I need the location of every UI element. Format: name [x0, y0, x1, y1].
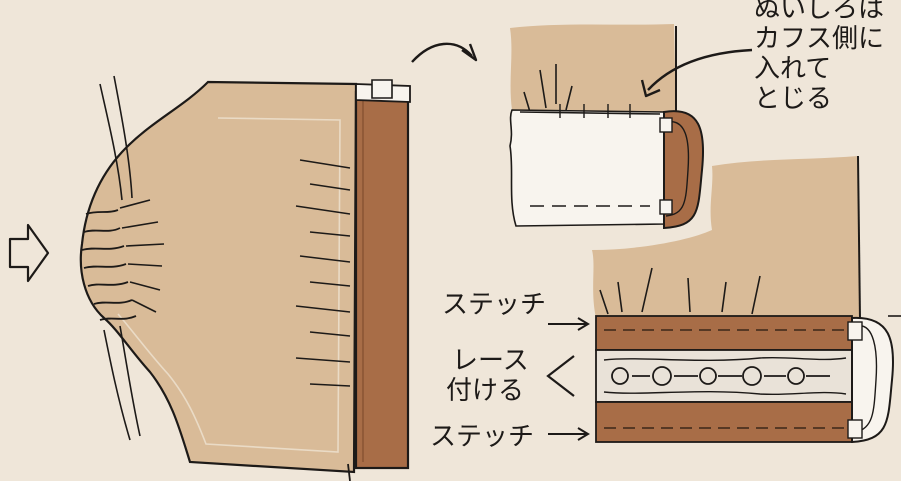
note-line-1: ぬいしろは [754, 0, 884, 24]
label-arrows [548, 318, 588, 440]
lace-label-line-1: レース [452, 346, 529, 376]
lace-label-line-2: 付ける [446, 376, 529, 406]
note-line-4: とじる [754, 84, 884, 114]
cuff-strip [348, 80, 410, 481]
sleeve-body [81, 76, 356, 472]
lace-label: レース 付ける [452, 346, 529, 406]
direction-arrow-icon [10, 225, 48, 281]
note-line-3: 入れて [754, 54, 884, 84]
stitch-label-top: ステッチ [442, 290, 546, 320]
cuff-detail-top [510, 24, 703, 228]
seam-allowance-note: ぬいしろは カフス側に 入れて とじる [754, 0, 884, 114]
note-line-2: カフス側に [754, 24, 884, 54]
stitch-label-bottom: ステッチ [430, 422, 534, 452]
curved-arrow-icon [412, 44, 476, 62]
